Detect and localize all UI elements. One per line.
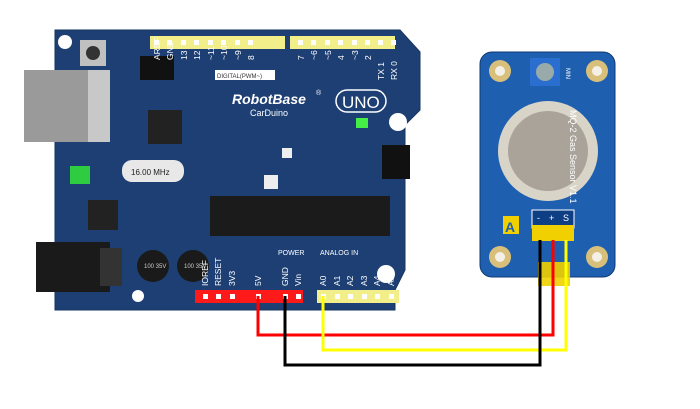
digital-pin-socket[interactable] xyxy=(298,40,303,45)
digital-pin-socket[interactable] xyxy=(221,40,226,45)
digital-pin-socket[interactable] xyxy=(235,40,240,45)
capacitor xyxy=(177,250,209,282)
capacitor-label: 100 35V xyxy=(184,264,206,270)
atmega-chip xyxy=(210,196,390,236)
pot-label: MIN xyxy=(564,68,570,79)
digital-pin-label: TX 1 xyxy=(376,62,386,80)
power-pin-label: Vin xyxy=(293,274,303,286)
digital-pin-socket[interactable] xyxy=(378,40,383,45)
power-pin-label: 3V3 xyxy=(227,271,237,286)
digital-pin-socket[interactable] xyxy=(248,40,253,45)
digital-pin-socket[interactable] xyxy=(194,40,199,45)
sensor-title: MQ-2 Gas Sensor V1.1 xyxy=(568,110,578,204)
brand-logo: RobotBase xyxy=(232,91,306,107)
wire-yellow-a0 xyxy=(321,240,568,352)
wires xyxy=(256,240,568,367)
digital-pin-label: 4 xyxy=(336,55,346,60)
digital-pin-socket[interactable] xyxy=(325,40,330,45)
wire-red-5v xyxy=(256,240,555,337)
pin-label-minus: - xyxy=(537,213,540,223)
analog-pin-socket[interactable] xyxy=(348,294,353,299)
power-pin-socket[interactable] xyxy=(296,294,301,299)
type-badge: A xyxy=(505,219,515,235)
mount-hole xyxy=(389,113,407,131)
power-pin-socket[interactable] xyxy=(203,294,208,299)
pin-label-plus: + xyxy=(549,213,554,223)
icsp-header xyxy=(140,56,174,80)
digital-pin-socket[interactable] xyxy=(208,40,213,45)
mq2-sensor-module xyxy=(479,51,616,278)
digital-pin-label: ~6 xyxy=(309,50,319,60)
power-pin-socket[interactable] xyxy=(230,294,235,299)
power-pin-label: 5V xyxy=(253,275,263,286)
digital-pin-label: AREF xyxy=(152,37,162,60)
power-pin-label: IOREF xyxy=(200,260,210,286)
arduino-board xyxy=(24,29,421,311)
power-pin-label: GND xyxy=(280,267,290,286)
power-pin-socket[interactable] xyxy=(216,294,221,299)
analog-pin-label: A3 xyxy=(359,275,369,286)
analog-pin-socket[interactable] xyxy=(375,294,380,299)
power-jack xyxy=(36,242,110,292)
analog-pin-socket[interactable] xyxy=(362,294,367,299)
power-label: POWER xyxy=(278,250,304,257)
digital-pin-socket[interactable] xyxy=(352,40,357,45)
board-name: CarDuino xyxy=(250,108,288,118)
board-model: UNO xyxy=(342,93,380,112)
digital-label: DIGITAL(PWM~) xyxy=(217,74,262,80)
crystal-label: 16.00 MHz xyxy=(131,168,170,177)
capacitor-label: 100 35V xyxy=(144,264,166,270)
digital-pin-label: GND xyxy=(165,41,175,60)
digital-pin-label: ~3 xyxy=(350,50,360,60)
digital-pin-socket[interactable] xyxy=(338,40,343,45)
digital-pin-label: RX 0 xyxy=(389,61,399,80)
digital-pin-label: ~5 xyxy=(323,50,333,60)
crystal xyxy=(122,160,184,182)
digital-pin-label: 13 xyxy=(179,50,189,60)
sensor-connector xyxy=(532,225,574,241)
digital-pin-socket[interactable] xyxy=(311,40,316,45)
analog-pin-label: A4 xyxy=(372,275,382,286)
analog-header xyxy=(317,290,399,303)
led-green xyxy=(70,166,90,184)
usb-chip xyxy=(148,110,182,144)
digital-pin-label: ~9 xyxy=(233,50,243,60)
mount-hole xyxy=(58,35,72,49)
digital-pin-label: 7 xyxy=(296,55,306,60)
digital-pin-label: ~10 xyxy=(219,45,229,60)
mount-hole xyxy=(377,265,395,283)
digital-pin-socket[interactable] xyxy=(365,40,370,45)
analog-pin-label: A5 xyxy=(386,275,396,286)
digital-pin-label: 8 xyxy=(246,55,256,60)
power-pin-label: RESET xyxy=(213,258,223,286)
capacitor xyxy=(137,250,169,282)
digital-pin-socket[interactable] xyxy=(181,40,186,45)
analog-pin-socket[interactable] xyxy=(335,294,340,299)
digital-header-left xyxy=(150,36,285,49)
analog-pin-socket[interactable] xyxy=(389,294,394,299)
analog-label: ANALOG IN xyxy=(320,250,358,257)
icsp-header-2 xyxy=(382,145,410,179)
power-header xyxy=(195,290,303,303)
digital-pin-label: 12 xyxy=(192,50,202,60)
registered-mark: ® xyxy=(316,89,322,97)
analog-pin-label: A1 xyxy=(332,275,342,286)
digital-pin-socket[interactable] xyxy=(167,40,172,45)
analog-pin-label: A0 xyxy=(318,275,328,286)
pin-label-signal: S xyxy=(563,213,569,223)
digital-pin-label: 2 xyxy=(363,55,373,60)
analog-pin-label: A2 xyxy=(345,275,355,286)
digital-pin-label: ~11 xyxy=(206,46,216,60)
digital-pin-socket[interactable] xyxy=(154,40,159,45)
mount-hole xyxy=(132,290,144,302)
wire-black-gnd xyxy=(283,240,542,367)
digital-pin-socket[interactable] xyxy=(391,40,396,45)
